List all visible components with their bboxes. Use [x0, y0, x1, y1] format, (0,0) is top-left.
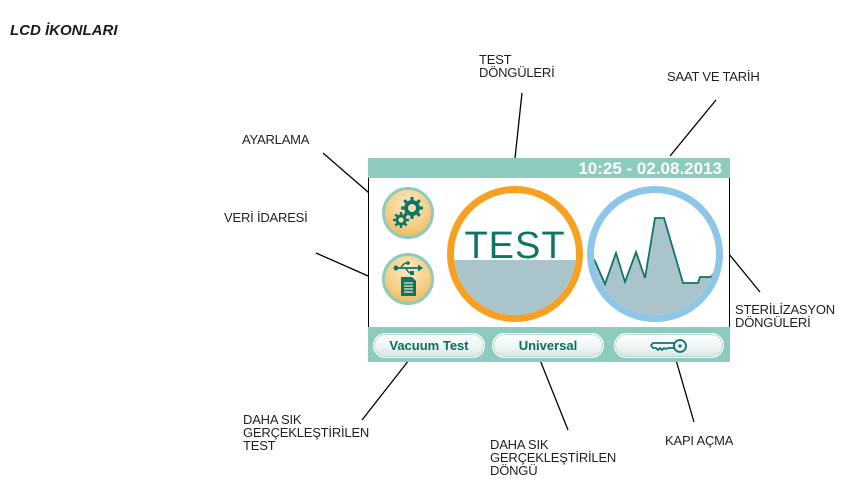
callout-sterilization-cycles: STERİLİZASYON DÖNGÜLERİ — [735, 303, 835, 329]
gears-icon — [393, 197, 423, 228]
callout-freq-test-line1: DAHA SIK — [243, 412, 302, 427]
callout-frequent-test: DAHA SIK GERÇEKLEŞTİRİLEN TEST — [243, 413, 369, 452]
leader-door — [675, 359, 695, 423]
usb-document-icon — [393, 261, 423, 296]
callout-freq-test-line2: GERÇEKLEŞTİRİLEN — [243, 425, 370, 440]
frequent-test-button[interactable]: Vacuum Test — [373, 333, 485, 358]
callout-freq-cycle-line3: DÖNGÜ — [490, 463, 538, 478]
settings-button[interactable] — [382, 187, 434, 239]
callout-freq-cycle-line1: DAHA SIK — [490, 437, 549, 452]
callout-steril-line2: DÖNGÜLERİ — [735, 315, 811, 330]
callout-test-cycles-line1: TEST — [479, 52, 512, 67]
sterilization-cycles-button[interactable] — [587, 186, 723, 322]
door-open-button[interactable] — [614, 333, 724, 358]
callout-test-cycles-line2: DÖNGÜLERİ — [479, 65, 555, 80]
test-cycle-label: TEST — [464, 225, 566, 267]
sterilization-curve-icon — [594, 217, 716, 315]
lcd-button-bar: Vacuum Test Universal — [368, 327, 730, 362]
data-management-button[interactable] — [382, 253, 434, 305]
callout-data-management: VERİ İDARESİ — [224, 210, 308, 225]
leader-freq-cycle — [539, 359, 569, 431]
lcd-status-bar: 10:25 - 02.08.2013 — [368, 158, 730, 178]
lcd-main-area: TEST — [368, 178, 730, 327]
callout-freq-cycle-line2: GERÇEKLEŞTİRİLEN — [490, 450, 617, 465]
callout-datetime: SAAT VE TARİH — [667, 69, 760, 84]
leader-datetime — [669, 99, 717, 157]
lcd-screen: 10:25 - 02.08.2013 — [368, 158, 730, 362]
callout-door-open: KAPI AÇMA — [665, 433, 734, 448]
callout-frequent-cycle: DAHA SIK GERÇEKLEŞTİRİLEN DÖNGÜ — [490, 438, 616, 477]
frequent-cycle-button[interactable]: Universal — [492, 333, 604, 358]
key-icon — [650, 338, 687, 353]
page-title: LCD İKONLARI — [10, 22, 118, 39]
callout-settings: AYARLAMA — [242, 132, 310, 147]
callout-steril-line1: STERİLİZASYON — [735, 302, 835, 317]
callout-test-cycles: TEST DÖNGÜLERİ — [479, 53, 555, 79]
test-cycles-button[interactable]: TEST — [447, 186, 583, 322]
datetime-display: 10:25 - 02.08.2013 — [578, 159, 722, 178]
callout-freq-test-line3: TEST — [243, 438, 276, 453]
leader-freq-test — [361, 359, 410, 421]
test-progress-fill — [454, 260, 576, 315]
